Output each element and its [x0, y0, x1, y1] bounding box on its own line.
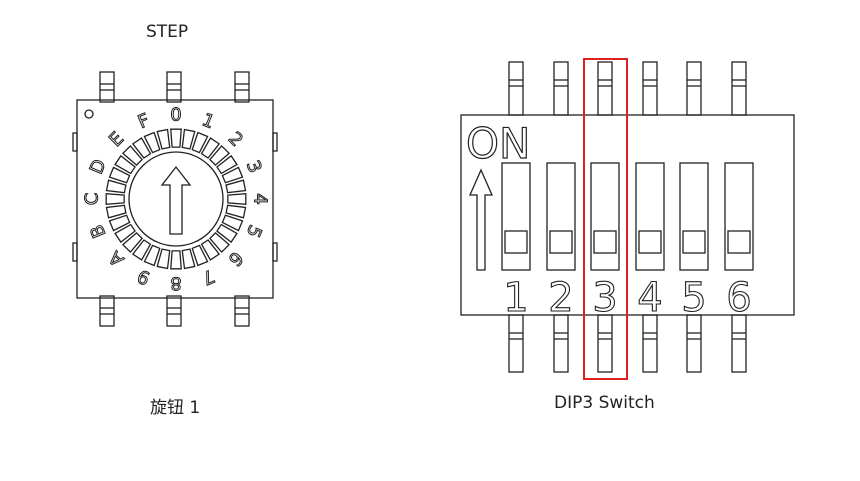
rotary-caption: 旋钮 1 — [150, 398, 201, 418]
dial-tick — [181, 248, 196, 270]
dip-bottom-pin — [508, 314, 524, 373]
highlight-box — [583, 58, 628, 380]
dip-bottom-pin — [553, 314, 569, 373]
dip-top-pin — [686, 61, 702, 116]
rotary-dial-ticks — [105, 128, 247, 270]
pin1-marker — [84, 109, 94, 119]
dip-bottom-pin — [642, 314, 658, 373]
dial-tick — [209, 144, 231, 166]
dial-tick — [170, 250, 182, 270]
dial-tick — [121, 232, 143, 254]
dial-tick — [191, 131, 209, 154]
dip-lever-slot[interactable] — [635, 162, 665, 271]
dial-tick — [131, 137, 152, 159]
switch-number: 3 — [592, 275, 617, 321]
switch-number: 6 — [726, 275, 751, 321]
dial-tick — [121, 144, 143, 166]
dial-tick — [105, 204, 127, 219]
dip-lever-knob[interactable] — [549, 230, 573, 254]
dial-tick — [181, 128, 196, 150]
dip-top-pin — [553, 61, 569, 116]
dial-tick — [131, 239, 152, 261]
dip-lever-slot[interactable] — [679, 162, 709, 271]
dial-tick — [143, 131, 161, 154]
dial-label: 6 — [224, 247, 247, 270]
rotary-knob — [128, 151, 224, 247]
dial-label: C — [82, 193, 103, 206]
dial-tick — [221, 214, 244, 232]
rotary-switch — [72, 71, 278, 327]
dial-label: 3 — [242, 158, 266, 177]
dial-label: F — [135, 110, 153, 133]
dip-lever-slot[interactable] — [590, 162, 620, 271]
dip-bottom-pin — [597, 314, 613, 373]
dial-label: 8 — [170, 273, 181, 294]
rotary-bottom-pins — [99, 295, 250, 327]
dip-top-pin — [597, 61, 613, 116]
rotary-body — [76, 99, 274, 299]
dip-caption: DIP3 Switch — [554, 393, 655, 413]
dial-label: 5 — [242, 222, 266, 241]
switch-number: 2 — [548, 275, 573, 321]
dial-tick — [105, 179, 127, 194]
dip-lever-knob[interactable] — [593, 230, 617, 254]
dip-bottom-pin — [686, 314, 702, 373]
rotary-title: STEP — [146, 22, 189, 42]
dial-label: 7 — [199, 265, 218, 289]
dip-pins — [508, 61, 747, 373]
dial-label: E — [105, 128, 128, 151]
dial-label: D — [86, 156, 111, 177]
dial-tick — [216, 223, 238, 244]
dial-tick — [108, 214, 131, 232]
dip-lever-slot[interactable] — [724, 162, 754, 271]
dial-tick — [108, 166, 131, 184]
dip-top-pin — [642, 61, 658, 116]
dial-tick — [209, 232, 231, 254]
dial-tick — [200, 137, 221, 159]
up-arrow-icon — [469, 168, 493, 271]
dial-tick — [105, 193, 125, 205]
dip-top-pin — [731, 61, 747, 116]
dial-label: B — [86, 221, 110, 240]
dip-lever-slot[interactable] — [501, 162, 531, 271]
dial-label: 9 — [135, 265, 154, 289]
dip-top-pin — [508, 61, 524, 116]
dial-label: A — [104, 246, 128, 270]
dial-label: 0 — [170, 105, 181, 126]
switch-number: 5 — [681, 275, 706, 321]
dial-tick — [191, 244, 209, 267]
on-label: ON — [466, 119, 530, 168]
dial-tick — [200, 239, 221, 261]
dial-tick — [225, 179, 247, 194]
dial-label: 1 — [199, 110, 218, 134]
dial-label: 2 — [224, 128, 247, 151]
switch-number: 4 — [637, 275, 662, 321]
rotary-top-pins — [99, 71, 250, 103]
dial-tick — [225, 204, 247, 219]
dial-tick — [227, 193, 247, 205]
up-arrow-icon — [160, 165, 192, 235]
dip-lever-knob[interactable] — [682, 230, 706, 254]
dip-lever-slot[interactable] — [546, 162, 576, 271]
dial-tick — [114, 223, 136, 244]
dial-tick — [143, 244, 161, 267]
dial-tick — [114, 154, 136, 175]
dip-levers — [501, 162, 754, 271]
dip-lever-knob[interactable] — [504, 230, 528, 254]
dip-bottom-pin — [731, 314, 747, 373]
dial-tick — [156, 128, 171, 150]
dial-tick — [156, 248, 171, 270]
dial-label: 4 — [250, 193, 271, 204]
dip-lever-knob[interactable] — [727, 230, 751, 254]
dial-tick — [216, 154, 238, 175]
dial-tick — [221, 166, 244, 184]
dip-lever-knob[interactable] — [638, 230, 662, 254]
switch-number: 1 — [503, 275, 528, 321]
dial-tick — [170, 128, 182, 148]
